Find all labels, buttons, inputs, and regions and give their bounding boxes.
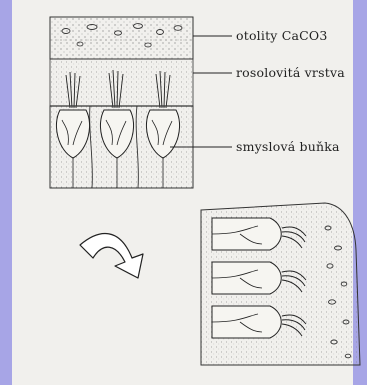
- label-gel-layer: rosolovitá vrstva: [236, 65, 345, 80]
- otolith-layer: [50, 17, 193, 59]
- sensory-cells-tilted: [212, 218, 281, 338]
- tilt-arrow: [80, 234, 143, 278]
- lower-section-tilted: [201, 203, 360, 365]
- label-sensory-cell: smyslová buňka: [236, 139, 340, 154]
- upper-section-resting: [50, 17, 193, 188]
- label-otoliths: otolity CaCO3: [236, 28, 328, 43]
